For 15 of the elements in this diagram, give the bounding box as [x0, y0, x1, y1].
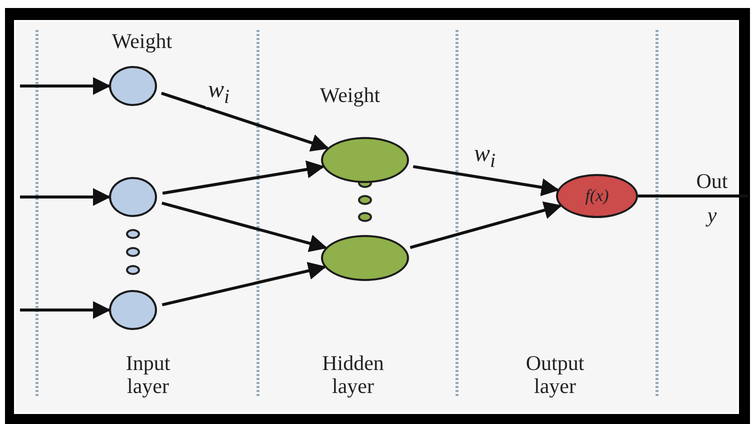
arrow [20, 77, 111, 95]
weight-label: Weight [320, 84, 380, 108]
layer-label: Hidden layer [321, 352, 385, 398]
arrow [162, 160, 325, 195]
arrow [162, 202, 328, 252]
arrow [410, 201, 562, 249]
arrow [412, 165, 560, 196]
arrow [20, 301, 111, 319]
layer-label: Input layer [124, 352, 172, 398]
output-symbol: y [707, 204, 717, 228]
layer-label: Output layer [524, 352, 586, 398]
arrow [20, 188, 111, 206]
output-label: Out [696, 170, 728, 194]
arrow [162, 262, 326, 306]
weight-label: Weight [112, 30, 172, 54]
